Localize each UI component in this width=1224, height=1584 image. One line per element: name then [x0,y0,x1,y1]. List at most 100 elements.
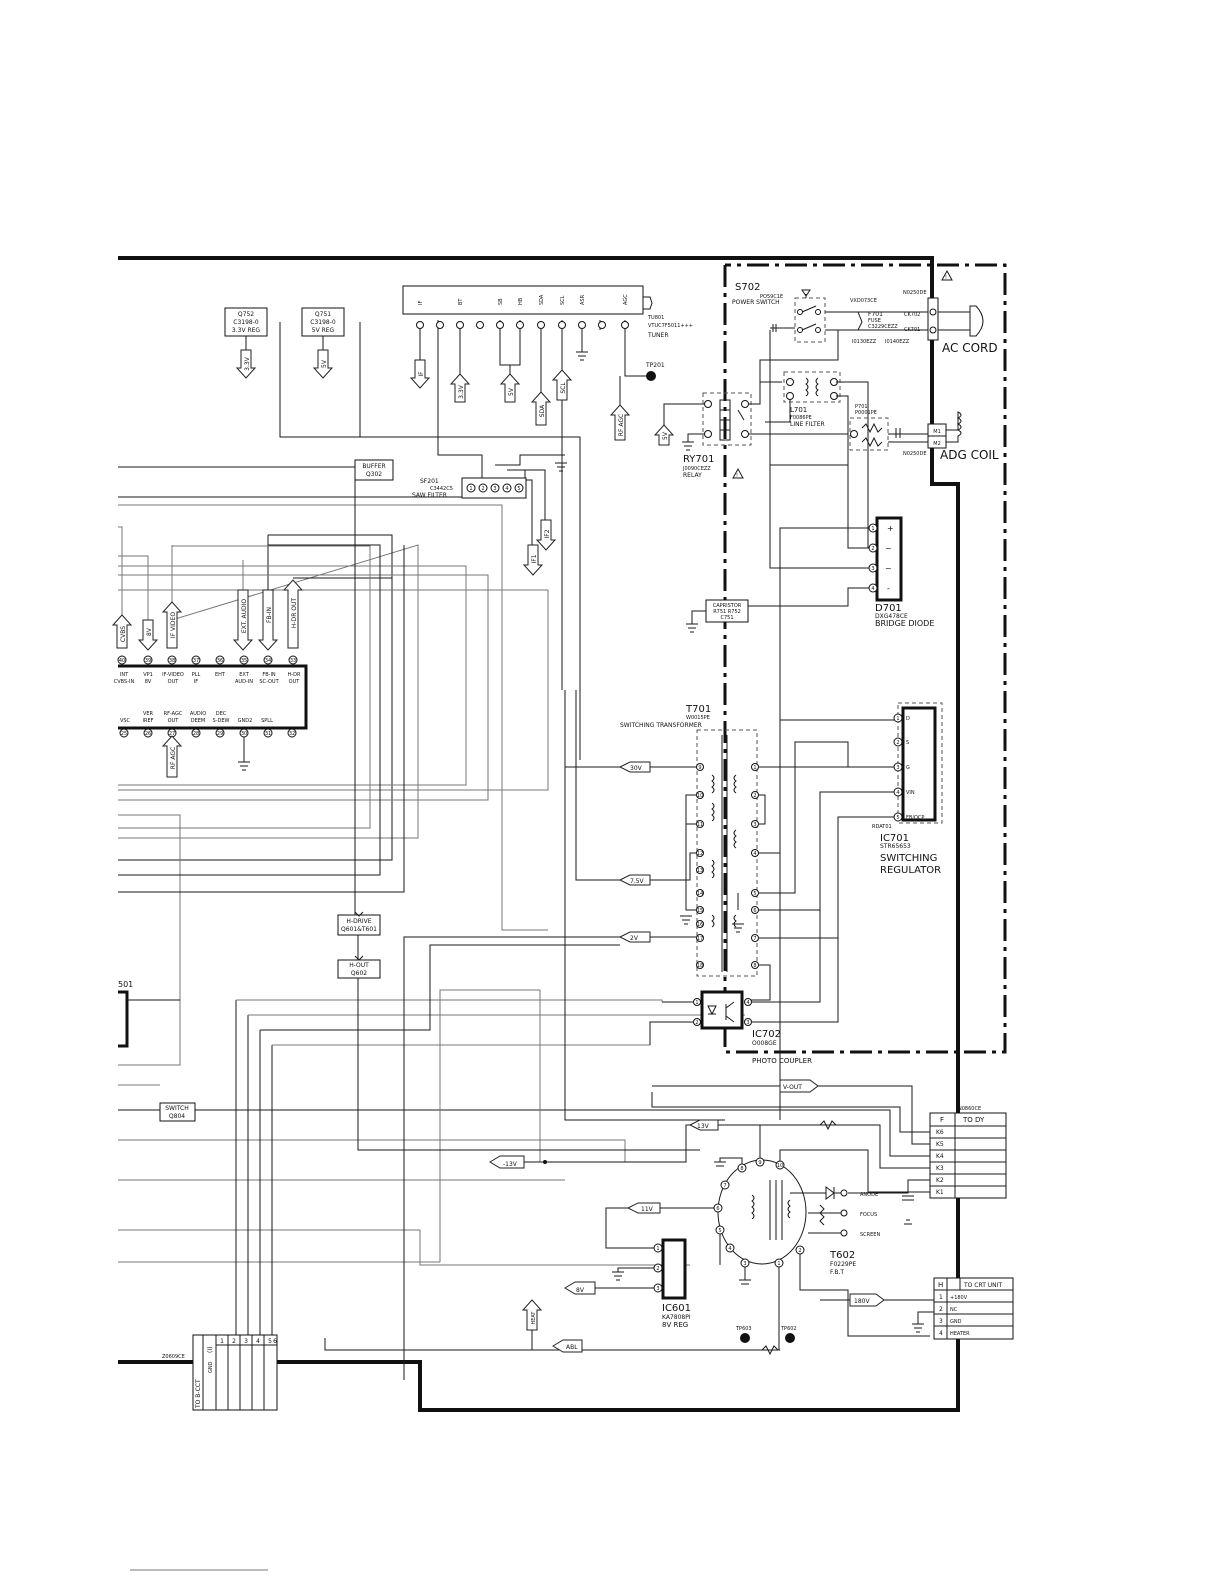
svg-text:10: 10 [697,793,703,799]
svg-text:2: 2 [656,1266,659,1272]
rail-8v: 8V [576,1287,585,1294]
capristor-refs: R751 R752 [713,609,741,615]
p701-ref: P701 [855,404,868,410]
tuner-part: VTUC7F5011+++ [648,323,693,329]
hout-ref: Q602 [351,970,367,977]
svg-text:S-DEW: S-DEW [213,718,230,724]
svg-text:13: 13 [697,868,703,874]
hdrive-name: H-DRIVE [346,918,371,925]
svg-text:3: 3 [493,486,496,492]
ic702-part: O008GE [752,1040,777,1047]
svg-text:3: 3 [896,765,899,771]
rails: 13V -13V 11V 8V HEAT ABL 180V [489,1119,934,1356]
tuner-pin-label: SB [498,298,504,305]
adg-ref: N0250DE [903,451,926,457]
bcct-title: TO B-CCT [195,1379,202,1409]
svg-text:VIN: VIN [906,790,915,796]
dy-title: TO DY [962,1116,985,1124]
svg-text:NC: NC [950,1307,958,1313]
ic702-ref: IC702 [752,1029,781,1040]
svg-text:4: 4 [896,790,899,796]
q752-out: 3.3V [244,356,251,371]
svg-text:35: 35 [241,658,247,664]
svg-text:28: 28 [193,731,199,737]
fbt-focus: FOCUS [860,1212,877,1218]
ic702-name: PHOTO COUPLER [752,1057,812,1065]
tuner-ref: TU801 [647,315,664,321]
svg-text:VER: VER [143,711,154,717]
svg-text:3: 3 [656,1286,659,1292]
t701-left-pins: 9 10 11 12 13 14 15 16 17 18 [696,763,704,969]
svg-text:7: 7 [753,936,756,942]
l701-ref: L701 [790,406,807,414]
svg-text:OUT: OUT [289,679,301,685]
photo-coupler-ic702: 1 2 4 3 IC702 O008GE PHOTO COUPLER [649,910,839,1065]
svg-text:1: 1 [753,765,756,771]
t701-ref: T701 [685,704,711,715]
svg-text:FB-IN: FB-IN [262,672,276,678]
dy-vout: V-OUT [783,1084,802,1091]
capristor: CAPRISTOR R751 R752 C751 [686,599,749,633]
svg-text:5: 5 [517,486,520,492]
svg-text:2: 2 [798,1248,801,1254]
svg-text:2: 2 [939,1306,943,1313]
svg-text:+180V: +180V [950,1295,968,1301]
svg-text:16: 16 [697,922,703,928]
svg-text:EHT: EHT [215,672,226,678]
rail-13v: 13V [697,1123,710,1130]
saw-pins: 1 2 3 4 5 [466,483,524,493]
svg-text:K4: K4 [936,1153,944,1160]
posistor-p701: P701 P0001PE [849,404,928,451]
saw-filter: 1 2 3 4 5 SF201 C3442C5 SAW FILTER IF1 I… [412,462,567,576]
ic701-name-2: REGULATOR [880,865,941,876]
q751-part: C3198-0 [310,319,336,326]
tuner-pin-label: HB [518,297,524,305]
rail-abl: ABL [566,1344,578,1351]
p701-part: P0001PE [855,410,877,416]
svg-text:1: 1 [695,1000,698,1006]
svg-text:OUT: OUT [168,679,180,685]
bcct-connector: Z0609CE TO B-CCT (I) GND 1 2 3 4 5 6 [162,1334,278,1411]
rail-neg13v: -13V [503,1161,518,1168]
ic701-name-1: SWITCHING [880,853,937,864]
svg-text:5: 5 [718,1228,721,1234]
f701-ref: F701 [868,311,883,318]
saw-part: C3442C5 [430,486,453,492]
svg-text:K2: K2 [936,1177,944,1184]
svg-text:2: 2 [896,740,899,746]
regulator-ic601: 1 2 3 IC601 KA7808PI 8V REG [612,1238,691,1329]
svg-text:33: 33 [290,658,296,664]
s702-part: PO59C1E [760,294,783,300]
svg-text:K6: K6 [936,1129,944,1136]
svg-text:3: 3 [743,1261,746,1267]
svg-text:6: 6 [753,908,756,914]
svg-text:1: 1 [896,716,899,722]
svg-text:VP1: VP1 [143,672,153,678]
ac-cord-label: AC CORD [942,341,998,355]
tuner-name: TUNER [647,332,669,339]
svg-text:3: 3 [244,1338,248,1345]
adg-m2: M2 [933,441,941,447]
svg-text:GND: GND [950,1319,962,1325]
ic-top-pins: 40 39 38 37 36 35 34 33 [117,655,298,665]
bridge-diode-d701: 1+ 2~ 3~ 4- D701 DXG478CE BRIDGE DIODE [748,465,934,1120]
svg-text:HEATER: HEATER [950,1331,970,1337]
arrow-cvbs: CVBS [120,626,127,642]
fragment-label: 501 [118,980,133,989]
q752-part: C3198-0 [233,319,259,326]
relay-ry701: 5V RY701 J0090CEZZ RELAY ! [653,382,848,479]
ic-bottom-labels: VSC VER IREF RF-AGC OUT AUDIO DEEM DEC S… [120,711,273,724]
fbt-name: F.B.T [830,1269,844,1276]
svg-text:27: 27 [169,731,175,737]
ic-bottom-pins: 25 26 27 28 29 30 31 32 [119,728,297,738]
buffer-name: BUFFER [362,463,385,470]
fbt-part: F0229PE [830,1261,856,1268]
ic701-part: STR65653 [880,843,911,850]
switch-name: SWITCH [165,1105,189,1112]
fbt-t602: 1 2 3 4 5 6 7 8 9 10 ANODE FOCUS SCREEN … [690,1125,930,1350]
saw-name: SAW FILTER [412,492,447,499]
svg-text:31: 31 [265,731,271,737]
svg-text:5: 5 [753,891,756,897]
